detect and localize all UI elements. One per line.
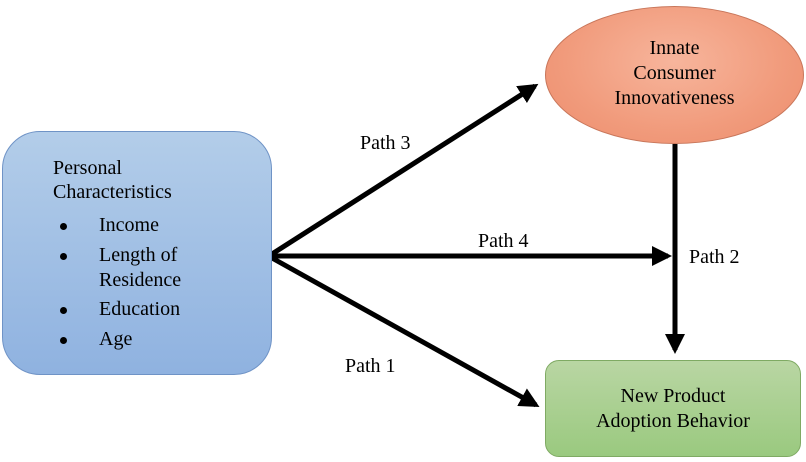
path-3-label: Path 3: [360, 132, 411, 154]
list-item-text: Income: [99, 214, 159, 236]
list-item-education: Education: [55, 297, 181, 322]
path-2-label: Path 2: [689, 246, 740, 268]
path-1-label: Path 1: [345, 355, 396, 377]
list-item-text: Education: [99, 298, 181, 320]
new-product-adoption-behavior-node: [545, 360, 801, 457]
list-item-text: Length of: [99, 244, 178, 266]
new-product-adoption-behavior-label: New Product Adoption Behavior: [545, 384, 801, 434]
list-item-length-of-residence: Length of Residence: [55, 243, 181, 293]
innate-consumer-innovativeness-label: Innate Consumer Innovativeness: [545, 36, 804, 111]
personal-title-line1: Personal: [53, 157, 122, 179]
list-item-age: Age: [55, 327, 181, 352]
innate-line1: Innate: [649, 37, 700, 59]
list-item-income: Income: [55, 213, 181, 238]
personal-characteristics-list: Income Length of Residence Education Age: [55, 213, 181, 357]
path-4-label: Path 4: [478, 230, 529, 252]
list-item-text: Age: [99, 328, 133, 350]
personal-characteristics-title: Personal Characteristics: [53, 156, 172, 204]
innate-consumer-innovativeness-node: [545, 6, 804, 144]
list-item-text-continued: Residence: [99, 269, 182, 291]
path-3-arrow: [270, 83, 539, 257]
innate-line2: Consumer: [633, 62, 716, 84]
personal-characteristics-box: [2, 131, 272, 375]
path-1-arrow: [270, 255, 540, 408]
personal-title-line2: Characteristics: [53, 181, 172, 203]
adoption-line1: New Product: [620, 385, 726, 407]
innate-line3: Innovativeness: [614, 87, 735, 109]
adoption-line2: Adoption Behavior: [596, 410, 750, 432]
